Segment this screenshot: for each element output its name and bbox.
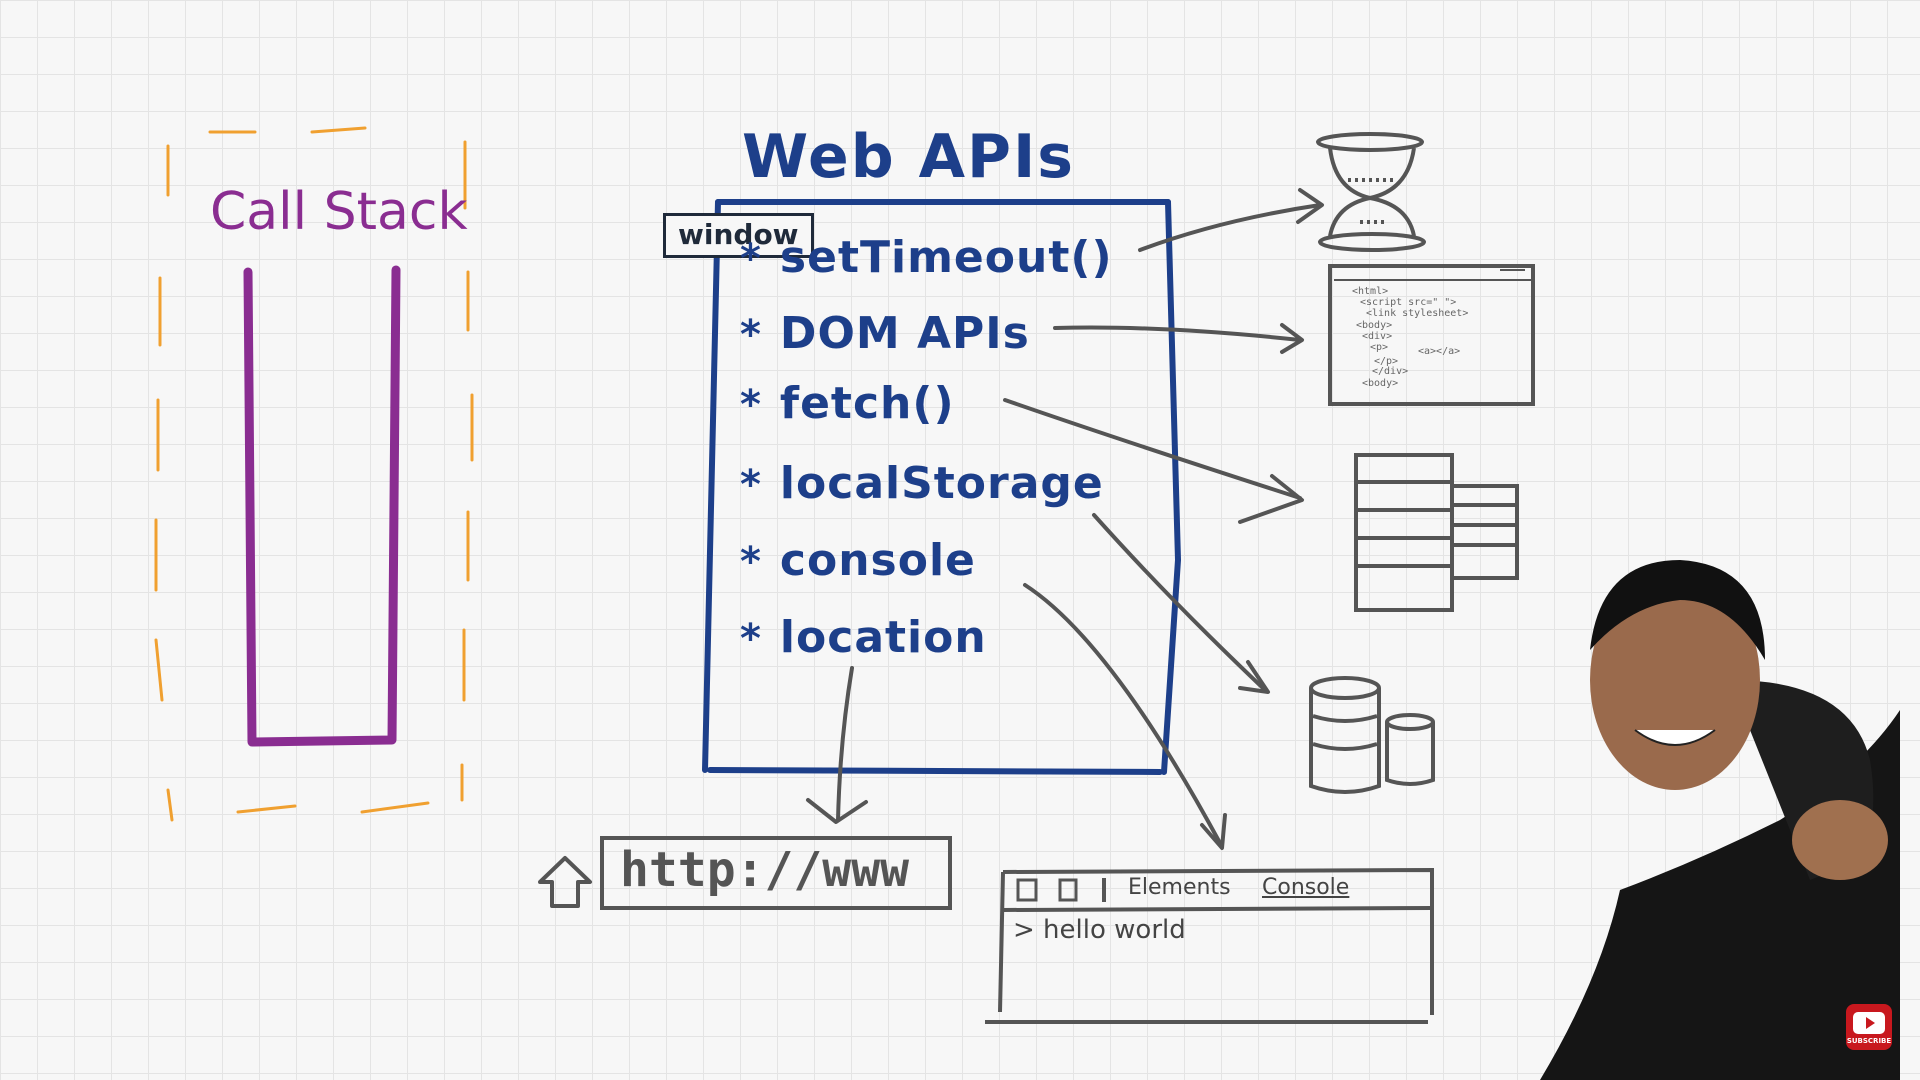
- url-box-frame: [600, 836, 952, 910]
- devtools-tab-elements: Elements: [1128, 875, 1231, 900]
- html-sketch-line: <body>: [1362, 378, 1399, 389]
- home-icon: [538, 856, 592, 908]
- bullet-star-icon: *: [740, 236, 762, 282]
- window-label: window: [663, 213, 814, 258]
- web-apis-title: Web APIs: [742, 122, 1076, 192]
- bullet-star-icon: *: [740, 616, 762, 662]
- api-item-label: location: [779, 612, 987, 663]
- html-sketch-line: <p>: [1370, 342, 1389, 353]
- html-sketch-line: <script src=" ">: [1360, 297, 1457, 308]
- html-sketch-line: </p>: [1374, 356, 1399, 367]
- call-stack-dashed-frame: [154, 126, 474, 822]
- api-item-location: * location: [740, 612, 987, 663]
- arrow-settimeout-to-timer: [1138, 203, 1322, 252]
- api-item-label: fetch(): [779, 378, 955, 429]
- console-output: > hello world: [1013, 915, 1186, 945]
- web-apis-window-box: [702, 199, 1182, 775]
- html-sketch-line: <a></a>: [1418, 346, 1461, 357]
- arrow-dom-to-html: [1053, 325, 1302, 342]
- subscribe-label: SUBSCRIBE: [1846, 1037, 1892, 1045]
- devtools-tab-console: Console: [1262, 875, 1350, 900]
- html-sketch-line: </div>: [1372, 366, 1409, 377]
- devtools-frame: [985, 867, 1434, 1024]
- bullet-star-icon: *: [740, 462, 762, 508]
- bullet-star-icon: *: [740, 539, 762, 585]
- api-item-console: * console: [740, 535, 976, 586]
- database-icon: [1309, 676, 1435, 794]
- html-sketch-line: <body>: [1356, 320, 1393, 331]
- api-item-fetch: * fetch(): [740, 378, 955, 429]
- arrow-location-to-url: [836, 666, 854, 822]
- api-item-label: setTimeout(): [779, 232, 1113, 283]
- server-rack-icon: [1354, 453, 1519, 612]
- html-sketch-line: <html>: [1352, 286, 1389, 297]
- hourglass-icon: [1316, 132, 1426, 252]
- html-document-icon: [1328, 264, 1535, 406]
- arrow-localstorage-to-database: [1092, 513, 1267, 692]
- subscribe-button[interactable]: SUBSCRIBE: [1846, 1004, 1892, 1050]
- arrow-fetch-to-server: [1003, 398, 1302, 500]
- html-sketch-line: <div>: [1362, 331, 1393, 342]
- arrow-console-to-devtools: [1023, 583, 1222, 845]
- url-text: http://www: [620, 842, 909, 898]
- api-item-label: DOM APIs: [779, 308, 1030, 359]
- arrows: [806, 188, 1324, 850]
- html-sketch-line: <link stylesheet>: [1366, 308, 1469, 319]
- bullet-star-icon: *: [740, 312, 762, 358]
- api-item-settimeout: * setTimeout(): [740, 232, 1113, 283]
- play-triangle-icon: [1866, 1017, 1875, 1029]
- api-item-label: localStorage: [779, 458, 1104, 509]
- bullet-star-icon: *: [740, 382, 762, 428]
- call-stack-title: Call Stack: [210, 182, 468, 242]
- presenter-image: [1540, 560, 1900, 1080]
- api-item-label: console: [779, 535, 976, 586]
- api-item-localstorage: * localStorage: [740, 458, 1104, 509]
- call-stack-container: [243, 265, 401, 747]
- api-item-dom-apis: * DOM APIs: [740, 308, 1030, 359]
